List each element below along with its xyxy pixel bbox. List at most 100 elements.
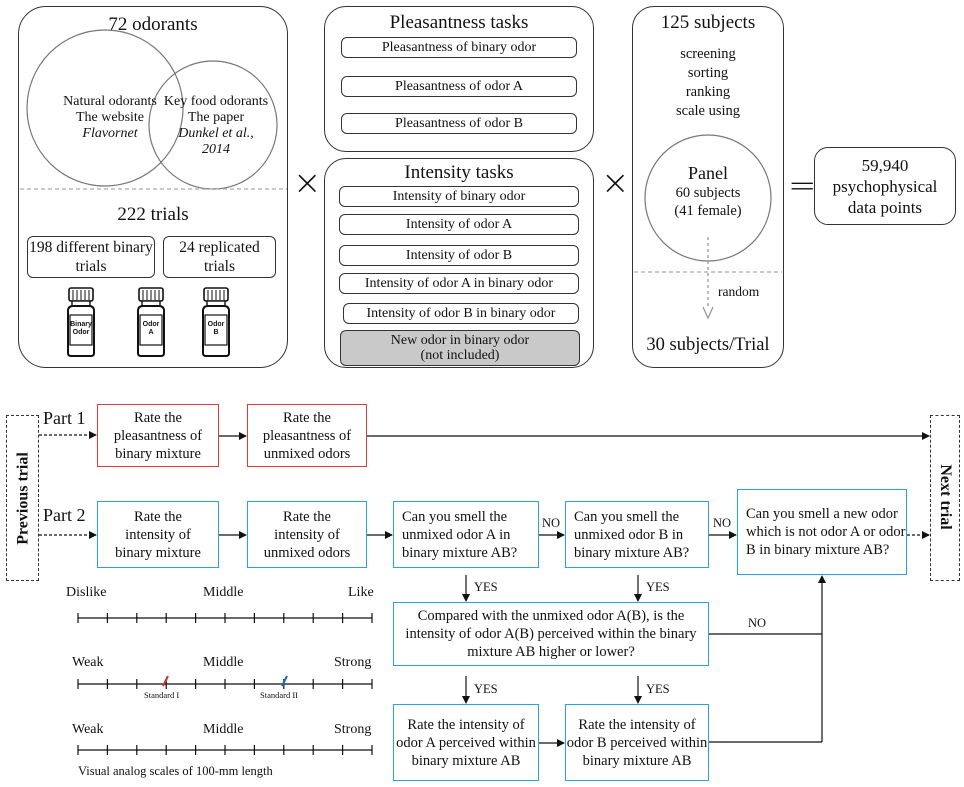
- scale1-right-label: Like: [348, 585, 374, 600]
- scale2-left-label: Weak: [72, 655, 104, 670]
- bottle-a-label: Odor A: [140, 321, 162, 337]
- intensity-b-label: Intensity of odor B: [405, 248, 513, 263]
- standard-2-mark: [281, 675, 288, 687]
- scale1-left-label: Dislike: [66, 585, 107, 600]
- q-smell-a-label: Can you smell the unmixed odor A in bina…: [402, 508, 518, 561]
- trials-title: 222 trials: [117, 204, 189, 225]
- new-odor-excluded-box: New odor in binary odor (not included): [340, 330, 580, 366]
- intensity-binary-box: Intensity of binary odor: [339, 186, 579, 207]
- scale3-mid-label: Middle: [203, 722, 244, 737]
- intensity-a-in-binary-box: Intensity of odor A in binary odor: [339, 273, 579, 294]
- scale-1: [77, 613, 373, 623]
- intensity-b-box: Intensity of odor B: [339, 245, 579, 266]
- q-compare-label: Compared with the unmixed odor A(B), is …: [405, 608, 697, 660]
- scale1-mid-label: Middle: [203, 585, 244, 600]
- subjects-steps: screening sorting ranking scale using: [632, 45, 784, 121]
- natural-source-line: Flavornet: [82, 126, 138, 141]
- yes-label-qa: YES: [474, 580, 498, 594]
- q-smell-a-box: Can you smell the unmixed odor A in bina…: [393, 501, 539, 568]
- times-operator-2: ×: [601, 163, 630, 203]
- no-label-compare: NO: [748, 616, 767, 630]
- standard-1-mark: [162, 675, 169, 687]
- not-included-label: (not included): [420, 348, 500, 363]
- key-food-paper-line: The paper: [187, 110, 245, 125]
- pleasantness-a-label: Pleasantness of odor A: [395, 79, 523, 94]
- standard-2-label: Standard II: [260, 690, 299, 700]
- bottle-binary-line1: Binary: [70, 321, 92, 328]
- result-unit-2: data points: [847, 197, 923, 217]
- key-food-year-line: 2014: [202, 142, 230, 157]
- p2-rate-binary-box: Rate the intensity of binary mixture: [97, 501, 219, 568]
- next-trial-box: [930, 415, 960, 581]
- p1-rate-unmixed-label: Rate the pleasantness of unmixed odors: [262, 409, 352, 462]
- standard-1-label: Standard I: [144, 690, 180, 700]
- yes-label-qb: YES: [646, 580, 670, 594]
- q-new-odor-label: Can you smell a new odor which is not od…: [746, 506, 906, 558]
- scale3-right-label: Strong: [334, 722, 372, 737]
- rate-a-label: Rate the intensity of odor A perceived w…: [396, 716, 536, 769]
- no-label-qb: NO: [713, 516, 732, 530]
- pleasantness-b-box: Pleasantness of odor B: [341, 113, 577, 134]
- natural-odorants-text: Natural odorants The website Flavornet: [50, 94, 170, 142]
- bottle-a-line2: A: [148, 329, 154, 336]
- random-arrow-head: [702, 306, 714, 320]
- bottle-b-line1: Odor: [207, 321, 225, 328]
- bottle-binary-line2: Odor: [72, 329, 90, 336]
- subjects-per-trial: 30 subjects/Trial: [646, 334, 770, 355]
- rate-a-box: Rate the intensity of odor A perceived w…: [393, 704, 539, 781]
- pleasantness-b-label: Pleasantness of odor B: [395, 116, 523, 131]
- intensity-a-label: Intensity of odor A: [405, 217, 513, 232]
- natural-odorants-circle: [26, 29, 184, 187]
- scale2-right-label: Strong: [334, 655, 372, 670]
- step-screening: screening: [680, 46, 736, 62]
- scale-3: [77, 745, 373, 755]
- bottle-odor-a: Odor A: [134, 287, 168, 357]
- key-food-line: Key food odorants: [163, 94, 269, 109]
- different-trials-label: 198 different binary trials: [29, 239, 153, 275]
- intensity-b-in-binary-box: Intensity of odor B in binary odor: [343, 303, 579, 324]
- intensity-a-in-binary-label: Intensity of odor A in binary odor: [364, 276, 554, 291]
- rate-b-label: Rate the intensity of odor B perceived w…: [566, 716, 708, 769]
- bottle-binary-label: Binary Odor: [70, 321, 92, 337]
- yes-label-compare-a: YES: [474, 682, 498, 696]
- no-label-qa: NO: [542, 516, 561, 530]
- p1-rate-binary-label: Rate the pleasantness of binary mixture: [113, 409, 203, 462]
- panel-label: Panel: [688, 163, 728, 183]
- subjects-title: 125 subjects: [660, 12, 756, 33]
- equals-operator: =: [788, 166, 817, 206]
- panel-count: 60 subjects: [675, 185, 741, 201]
- p1-rate-binary-box: Rate the pleasantness of binary mixture: [97, 404, 219, 467]
- replicated-trials-label: 24 replicated trials: [179, 239, 260, 275]
- bottle-icon: [67, 287, 95, 357]
- natural-odorants-line: Natural odorants: [63, 94, 157, 109]
- result-box: 59,940 psychophysical data points: [814, 147, 956, 225]
- rate-b-box: Rate the intensity of odor B perceived w…: [565, 704, 709, 781]
- step-scale-using: scale using: [675, 103, 741, 119]
- panel-female: (41 female): [674, 203, 742, 219]
- key-food-odorants-text: Key food odorants The paper Dunkel et al…: [155, 94, 277, 158]
- q-smell-b-label: Can you smell the unmixed odor B in bina…: [574, 508, 690, 561]
- pleasantness-binary-box: Pleasantness of binary odor: [341, 37, 577, 58]
- step-sorting: sorting: [687, 65, 729, 81]
- key-food-ref-line: Dunkel et al.,: [178, 126, 254, 141]
- scale2-mid-label: Middle: [203, 655, 244, 670]
- intensity-title: Intensity tasks: [404, 162, 514, 183]
- pleasantness-title: Pleasantness tasks: [389, 12, 529, 33]
- p1-rate-unmixed-box: Rate the pleasantness of unmixed odors: [247, 404, 367, 467]
- random-label: random: [718, 284, 760, 299]
- pleasantness-binary-label: Pleasantness of binary odor: [381, 40, 537, 55]
- yes-label-compare-b: YES: [646, 682, 670, 696]
- times-operator-1: ×: [293, 163, 322, 203]
- p2-rate-unmixed-box: Rate the intensity of unmixed odors: [247, 501, 367, 568]
- replicated-trials-box: 24 replicated trials: [163, 236, 276, 278]
- panel-text: Panel 60 subjects (41 female): [646, 162, 770, 220]
- p2-rate-binary-label: Rate the intensity of binary mixture: [115, 508, 201, 561]
- q-compare-box: Compared with the unmixed odor A(B), is …: [393, 602, 709, 666]
- intensity-binary-label: Intensity of binary odor: [392, 189, 526, 204]
- subjects-panel: [632, 6, 784, 368]
